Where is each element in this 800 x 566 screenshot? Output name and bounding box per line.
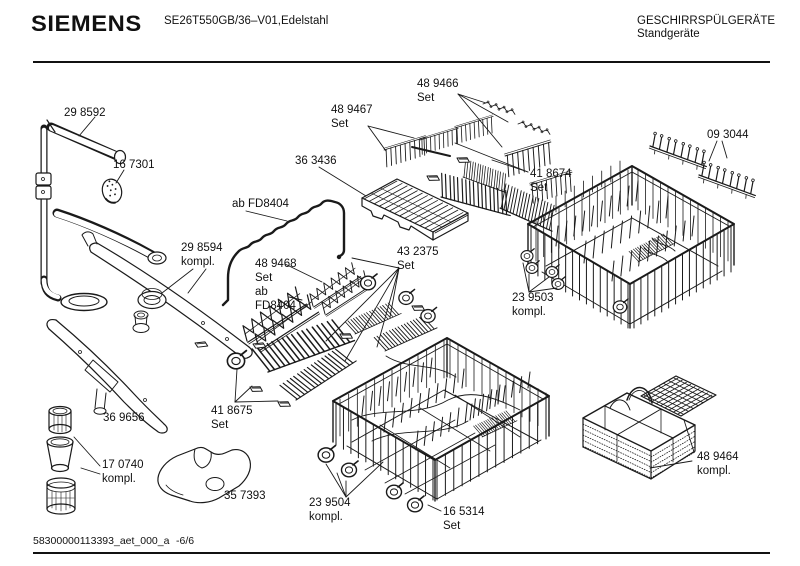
category-line: GESCHIRRSPÜLGERÄTE <box>637 15 776 27</box>
filter-set-drawing <box>46 405 76 515</box>
lower-basket-drawing <box>317 337 550 513</box>
subcategory-line: Standgeräte <box>637 28 700 40</box>
foldable-rack-drawing <box>646 131 762 202</box>
document-id: 58300000113393_aet_000_a <box>33 535 170 547</box>
appliance-category: GESCHIRRSPÜLGERÄTE Standgeräte <box>637 15 775 41</box>
inlet-pipe-drawing <box>35 119 167 312</box>
part-label-16-7301: 16 7301 <box>113 159 155 171</box>
part-label-ab-fd8404: ab FD8404 <box>232 198 289 210</box>
upper-spray-arm-drawing <box>81 231 253 360</box>
page-number: -6/6 <box>176 535 195 547</box>
part-label-36-9656: 36 9656 <box>103 412 145 424</box>
water-guide-wire-drawing <box>221 199 346 307</box>
siemens-logo: SIEMENS <box>31 11 142 36</box>
part-label-09-3044: 09 3044 <box>707 129 749 141</box>
footer-rule <box>33 552 770 554</box>
part-label-35-7393: 35 7393 <box>224 490 266 502</box>
filter-plate-drawing <box>157 446 252 504</box>
part-label-36-3436: 36 3436 <box>295 155 337 167</box>
lower-spray-arm-drawing <box>46 319 168 434</box>
model-number: SE26T550GB/36–V01,Edelstahl <box>164 15 329 27</box>
comb-rack-cluster-drawing <box>380 99 578 232</box>
strainer-drawing <box>101 178 123 204</box>
leader-lines <box>73 93 728 512</box>
cutlery-tray-drawing <box>361 178 469 241</box>
header-rule <box>33 61 770 63</box>
upper-basket-drawing <box>520 160 735 329</box>
part-label-29-8592: 29 8592 <box>64 107 106 119</box>
cutlery-basket-drawing <box>582 375 717 480</box>
